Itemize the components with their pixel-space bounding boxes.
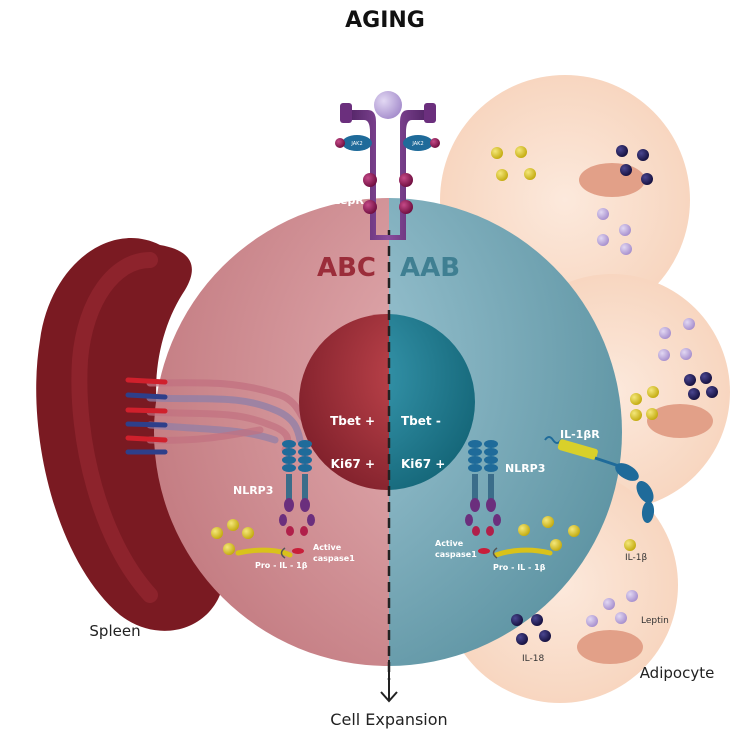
il1br-label: IL-1βR bbox=[560, 428, 600, 441]
nlrp3-left-icon bbox=[279, 440, 315, 554]
aab-cell bbox=[389, 198, 622, 666]
tbet-positive-label: Tbet + bbox=[330, 414, 375, 428]
page-title: AGING bbox=[345, 8, 425, 33]
abc-nucleus bbox=[299, 314, 389, 490]
jak2-right-icon bbox=[403, 135, 433, 151]
ki67-right-label: Ki67 + bbox=[401, 457, 445, 471]
active-caspase-right-line1: Active bbox=[435, 539, 464, 548]
tbet-negative-label: Tbet - bbox=[401, 414, 441, 428]
adipocyte-nucleus bbox=[647, 404, 713, 438]
adipocyte-middle-molecules bbox=[630, 318, 718, 421]
ki67-left-label: Ki67 + bbox=[331, 457, 375, 471]
il1b-processing-right bbox=[492, 516, 580, 559]
jak2-left-icon bbox=[342, 135, 372, 151]
il1br-receptor bbox=[544, 436, 655, 523]
leptin-receptor: JAK2 JAK2 bbox=[335, 91, 440, 240]
abc-label: ABC bbox=[317, 253, 376, 283]
spleen-label: Spleen bbox=[89, 622, 140, 640]
aab-label: AAB bbox=[400, 253, 460, 283]
cell-expansion-label: Cell Expansion bbox=[330, 710, 447, 729]
il18-label: IL-18 bbox=[522, 654, 544, 664]
lepr-label: LepR bbox=[333, 194, 364, 207]
pro-il1b-right-label: Pro - IL - 1β bbox=[493, 563, 546, 572]
abc-cell bbox=[154, 198, 389, 666]
adipocyte-label: Adipocyte bbox=[640, 664, 715, 682]
adipocyte-top-molecules bbox=[491, 145, 653, 255]
adipocyte-nucleus bbox=[579, 163, 645, 197]
active-caspase-left-line1: Active bbox=[313, 543, 342, 552]
active-caspase-left-line2: caspase1 bbox=[313, 554, 355, 563]
nlrp3-left-label: NLRP3 bbox=[233, 484, 273, 497]
nlrp3-right-label: NLRP3 bbox=[505, 462, 545, 475]
leptin-label: Leptin bbox=[641, 616, 669, 626]
jak2-right-label: JAK2 bbox=[411, 141, 423, 147]
aab-nucleus bbox=[389, 314, 475, 490]
jak2-left-label: JAK2 bbox=[350, 141, 362, 147]
adipocyte-nucleus bbox=[577, 630, 643, 664]
active-caspase-right-line2: caspase1 bbox=[435, 550, 477, 559]
il1b-processing-left bbox=[211, 519, 293, 559]
adipocyte-bottom-molecules bbox=[511, 539, 638, 645]
leptin-ligand bbox=[374, 91, 402, 119]
nlrp3-right-icon bbox=[465, 440, 501, 554]
pro-il1b-left-label: Pro - IL - 1β bbox=[255, 561, 308, 570]
spleen-highlight bbox=[71, 252, 158, 603]
il1b-label: IL-1β bbox=[625, 553, 647, 563]
